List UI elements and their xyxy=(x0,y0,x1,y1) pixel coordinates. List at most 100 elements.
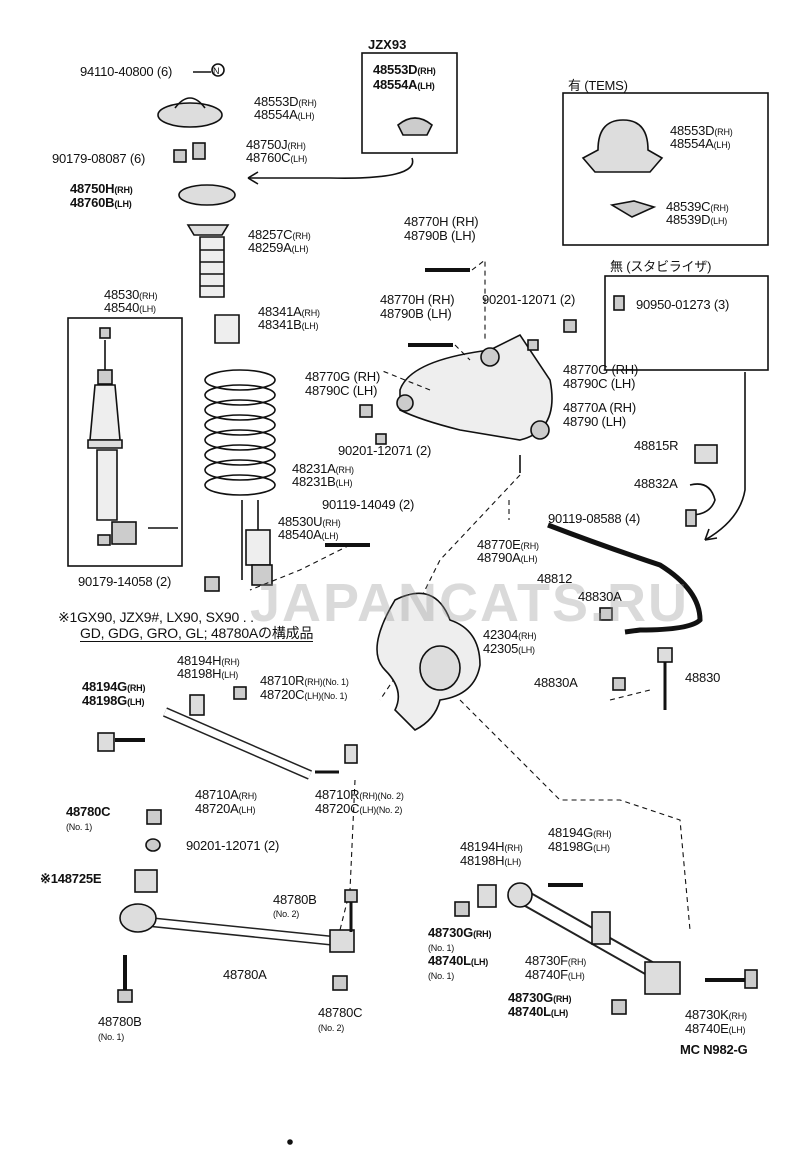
nut-90201-c xyxy=(145,838,161,852)
label-48770g-b: 48770G (RH) xyxy=(563,362,639,377)
label-no1-b: (No. 1) xyxy=(428,943,455,953)
note-line-1: ※1GX90, JZX9#, LX90, SX90 . . xyxy=(58,609,254,625)
arm-48730f-bracket xyxy=(591,911,611,945)
label-48710r-a: 48710R(RH)(No. 1) xyxy=(260,673,349,688)
strut-eye xyxy=(251,564,273,586)
label-48540: 48540(LH) xyxy=(104,300,156,315)
nut-small xyxy=(173,149,187,163)
label-48540a: 48540A(LH) xyxy=(278,527,339,542)
washer-48710r xyxy=(344,744,358,764)
label-48770e: 48770E(RH) xyxy=(477,537,539,552)
label-48770h-b: 48770H (RH) xyxy=(380,292,455,307)
carrier-hub xyxy=(419,645,461,691)
stab-bushing xyxy=(694,444,718,464)
label-48770h-a: 48770H (RH) xyxy=(404,214,479,229)
link-48780a-end xyxy=(329,929,355,953)
label-48720a: 48720A(LH) xyxy=(195,801,256,816)
label-90119-08588: 90119-08588 (4) xyxy=(548,511,641,526)
upper-mount xyxy=(157,102,223,128)
label-48750h: 48750H(RH) xyxy=(70,181,133,196)
label-48740l-b: 48740L(LH) xyxy=(508,1004,569,1019)
label-48830a-b: 48830A xyxy=(534,675,578,690)
label-48710r-b: 48710R(RH)(No. 2) xyxy=(315,787,404,802)
cam-48194h-b xyxy=(477,884,497,908)
label-42304: 42304(RH) xyxy=(483,627,537,642)
label-48553d-c: 48553D(RH) xyxy=(670,123,733,138)
stabilizer-box xyxy=(604,275,769,371)
label-48341b: 48341B(LH) xyxy=(258,317,319,332)
label-48730g-a: 48730G(RH) xyxy=(428,925,492,940)
stabilizer-bar xyxy=(547,522,703,635)
stab-bolt xyxy=(613,295,625,311)
label-no1-c: (No. 1) xyxy=(428,971,455,981)
arm-bushing-b xyxy=(396,394,414,412)
tems-box xyxy=(562,92,769,246)
label-48790b-a: 48790B (LH) xyxy=(404,228,476,243)
label-48725e: ※148725E xyxy=(40,871,102,886)
tems-mount xyxy=(581,119,664,173)
label-48539c: 48539C(RH) xyxy=(666,199,729,214)
label-48194g-a: 48194G(RH) xyxy=(82,679,146,694)
label-48198h-b: 48198H(LH) xyxy=(460,853,522,868)
bolt-48780b-b xyxy=(344,889,358,903)
note-line-2: GD, GDG, GRO, GL; 48780Aの構成品 xyxy=(80,625,314,642)
label-48830: 48830 xyxy=(685,670,721,685)
label-no2-a: (No. 2) xyxy=(273,909,300,919)
label-48815r: 48815R xyxy=(634,438,679,453)
jzx93-arrowhead xyxy=(247,171,259,185)
label-48730k: 48730K(RH) xyxy=(685,1007,747,1022)
label-48780b-b: 48780B xyxy=(98,1014,142,1029)
strut-body xyxy=(245,529,271,566)
label-48198g-b: 48198G(LH) xyxy=(548,839,610,854)
arm-bushing-c xyxy=(530,420,550,440)
nut-48710r-a xyxy=(233,686,247,700)
label-48720c-b: 48720C(LH)(No. 2) xyxy=(315,801,403,816)
link-48710a-inner xyxy=(163,708,312,779)
nut-48780c-a xyxy=(146,809,162,825)
label-48780a: 48780A xyxy=(223,967,267,982)
label-48231a: 48231A(RH) xyxy=(292,461,354,476)
label-48231b: 48231B(LH) xyxy=(292,474,353,489)
stray-dot xyxy=(287,1139,293,1145)
label-48554a-c: 48554A(LH) xyxy=(670,136,731,151)
jzx93-box xyxy=(361,52,458,154)
nut-48770g-a xyxy=(563,319,577,333)
label-94110: 94110-40800 (6) xyxy=(80,64,173,79)
spacer xyxy=(192,142,206,160)
nut-48730g-b xyxy=(611,999,627,1015)
label-42305: 42305(LH) xyxy=(483,641,535,656)
label-90201-a: 90201-12071 (2) xyxy=(482,292,576,307)
label-48710a: 48710A(RH) xyxy=(195,787,257,802)
bushing-48725e xyxy=(134,869,158,893)
label-48554a-b: 48554A(LH) xyxy=(373,77,435,92)
shock-absorber xyxy=(87,327,178,546)
boot-top xyxy=(186,224,230,236)
bolt-head-48730k xyxy=(744,969,758,989)
label-90179-14058: 90179-14058 (2) xyxy=(78,574,172,589)
watermark: JAPANCATS.RU xyxy=(250,573,690,633)
bolt-90119-b xyxy=(685,509,697,527)
arm-bushing-a xyxy=(480,347,500,367)
cam-48194h-a xyxy=(189,694,205,716)
label-48830a-a: 48830A xyxy=(578,589,622,604)
label-48790c-b: 48790C (LH) xyxy=(563,376,636,391)
label-90201-c: 90201-12071 (2) xyxy=(186,838,280,853)
bolt-head-48780b-a xyxy=(117,989,133,1003)
label-48832a: 48832A xyxy=(634,476,678,491)
arm-48730f-bushing xyxy=(507,882,533,908)
jzx93-arrow xyxy=(248,157,414,179)
label-48194h-b: 48194H(RH) xyxy=(460,839,523,854)
stab-bracket xyxy=(689,483,716,516)
tems-title: 有 (TEMS) xyxy=(568,78,628,93)
label-48780c-a: 48780C xyxy=(66,804,111,819)
label-48760c: 48760C(LH) xyxy=(246,150,308,165)
label-48770g-a: 48770G (RH) xyxy=(305,369,381,384)
bump-stopper xyxy=(214,314,240,344)
nut-48770g-b xyxy=(359,404,373,418)
label-48740f: 48740F(LH) xyxy=(525,967,585,982)
link-48780a-eye xyxy=(119,903,157,933)
stabilizer-arrow xyxy=(704,372,746,541)
label-48812: 48812 xyxy=(537,571,573,586)
